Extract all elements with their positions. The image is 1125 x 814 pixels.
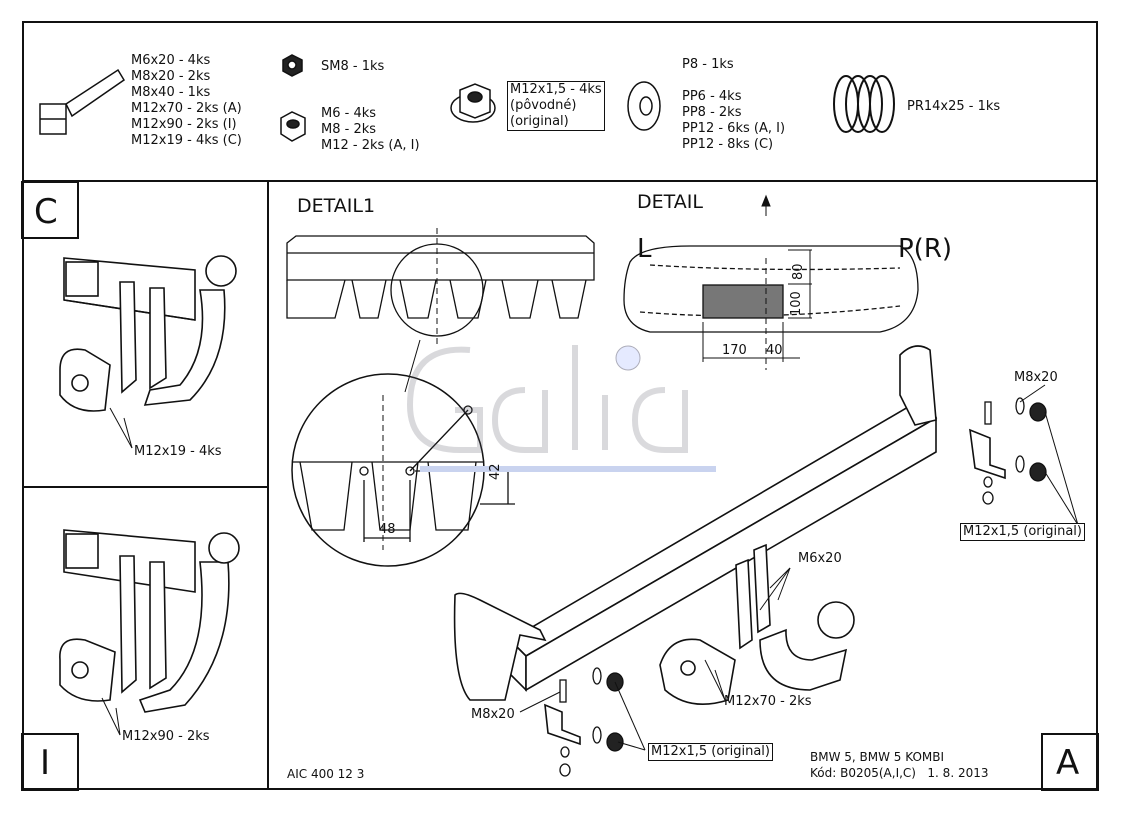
washer-item: PP12 - 6ks (A, I) — [682, 121, 786, 136]
spring-label: PR14x25 - 1ks — [907, 99, 1001, 114]
callout-m8x20-left: M8x20 — [471, 707, 515, 722]
flange-nut-line: (original) — [510, 114, 569, 129]
detail-dim-80: 80 — [791, 263, 806, 280]
detail-bumper-drawing — [623, 245, 919, 333]
main-towbar-drawing — [453, 345, 1006, 746]
nut-item: M8 - 2ks — [321, 122, 377, 137]
detail-dim-40: 40 — [766, 343, 783, 358]
towbar-c-drawing — [59, 255, 237, 412]
c-panel-caption: M12x19 - 4ks — [134, 444, 222, 459]
detail-dimension-lines — [702, 194, 812, 370]
flange-nut-line: (pôvodné) — [510, 98, 577, 113]
bolt-item: M12x90 - 2ks (I) — [131, 117, 237, 132]
callout-m12x70: M12x70 - 2ks — [724, 694, 812, 709]
product-code: Kód: B0205(A,I,C) 1. 8. 2013 — [810, 766, 989, 780]
nut-list: M6 - 4ks M8 - 2ks M12 - 2ks (A, I) — [321, 106, 420, 154]
spring-icon — [833, 75, 895, 133]
detail1-title: DETAIL1 — [297, 195, 376, 217]
washer-item: PP6 - 4ks — [682, 89, 742, 104]
a-view-label: A — [1056, 743, 1080, 783]
bolt-icon — [39, 68, 126, 135]
bolt-item: M6x20 - 4ks — [131, 53, 211, 68]
flange-nut-line: M12x1,5 - 4ks — [510, 82, 602, 97]
detail-title: DETAIL — [637, 191, 703, 213]
nut-item: M6 - 4ks — [321, 106, 377, 121]
i-panel-caption: M12x90 - 2ks — [122, 729, 210, 744]
c-label-box — [21, 181, 79, 239]
callout-m12-original-bottom: M12x1,5 (original) — [648, 743, 773, 761]
self-lock-nut-label: SM8 - 1ks — [321, 59, 385, 74]
callout-m6x20: M6x20 — [798, 551, 842, 566]
hardware-washers — [559, 397, 1047, 777]
i-label-box — [21, 733, 79, 791]
detail1-bumper-drawing — [286, 235, 595, 337]
a-label-box — [1041, 733, 1099, 791]
detail1-dim-42: 42 — [488, 463, 503, 480]
flange-nut-icon — [450, 83, 496, 123]
watermark-dot — [615, 345, 641, 371]
detail-right-side: P(R) — [898, 234, 953, 264]
washer-item: PP8 - 2ks — [682, 105, 742, 120]
callout-leaders — [519, 384, 1079, 751]
watermark-underline — [420, 466, 716, 472]
galia-watermark — [406, 345, 688, 453]
detail-dim-170: 170 — [722, 343, 747, 358]
i-panel-label: I — [40, 743, 51, 783]
vehicle-model: BMW 5, BMW 5 KOMBI — [810, 750, 945, 764]
c-panel-label: C — [34, 192, 58, 232]
washer-item: PP12 - 8ks (C) — [682, 137, 774, 152]
washer-list: PP6 - 4ks PP8 - 2ks PP12 - 6ks (A, I) PP… — [682, 89, 785, 153]
washer-icon — [627, 81, 661, 131]
flange-nut-label: M12x1,5 - 4ks (pôvodné) (original) — [507, 81, 605, 131]
drawing-frame — [22, 21, 1098, 790]
self-lock-nut-icon — [282, 54, 303, 77]
bolt-list: M6x20 - 4ks M8x20 - 2ks M8x40 - 1ks M12x… — [131, 53, 242, 149]
c-caption-leaders — [109, 407, 133, 449]
callout-m12-original-right: M12x1,5 (original) — [960, 523, 1085, 541]
nut-item: M12 - 2ks (A, I) — [321, 138, 420, 153]
aic-code: AIC 400 12 3 — [287, 767, 365, 781]
bolt-item: M12x70 - 2ks (A) — [131, 101, 242, 116]
parts-list-strip — [22, 21, 1098, 182]
i-caption-leaders — [101, 697, 121, 736]
bolt-item: M12x19 - 4ks (C) — [131, 133, 242, 148]
detail-left-side: L — [637, 234, 652, 264]
hex-nut-icon — [280, 111, 306, 142]
bolt-item: M8x20 - 2ks — [131, 69, 211, 84]
towbar-i-drawing — [59, 529, 240, 713]
detail-dim-100: 100 — [789, 291, 804, 316]
callout-m8x20-right: M8x20 — [1014, 370, 1058, 385]
bolt-item: M8x40 - 1ks — [131, 85, 211, 100]
detail1-dim-48: 48 — [379, 522, 396, 537]
washer-p8-label: P8 - 1ks — [682, 57, 734, 72]
